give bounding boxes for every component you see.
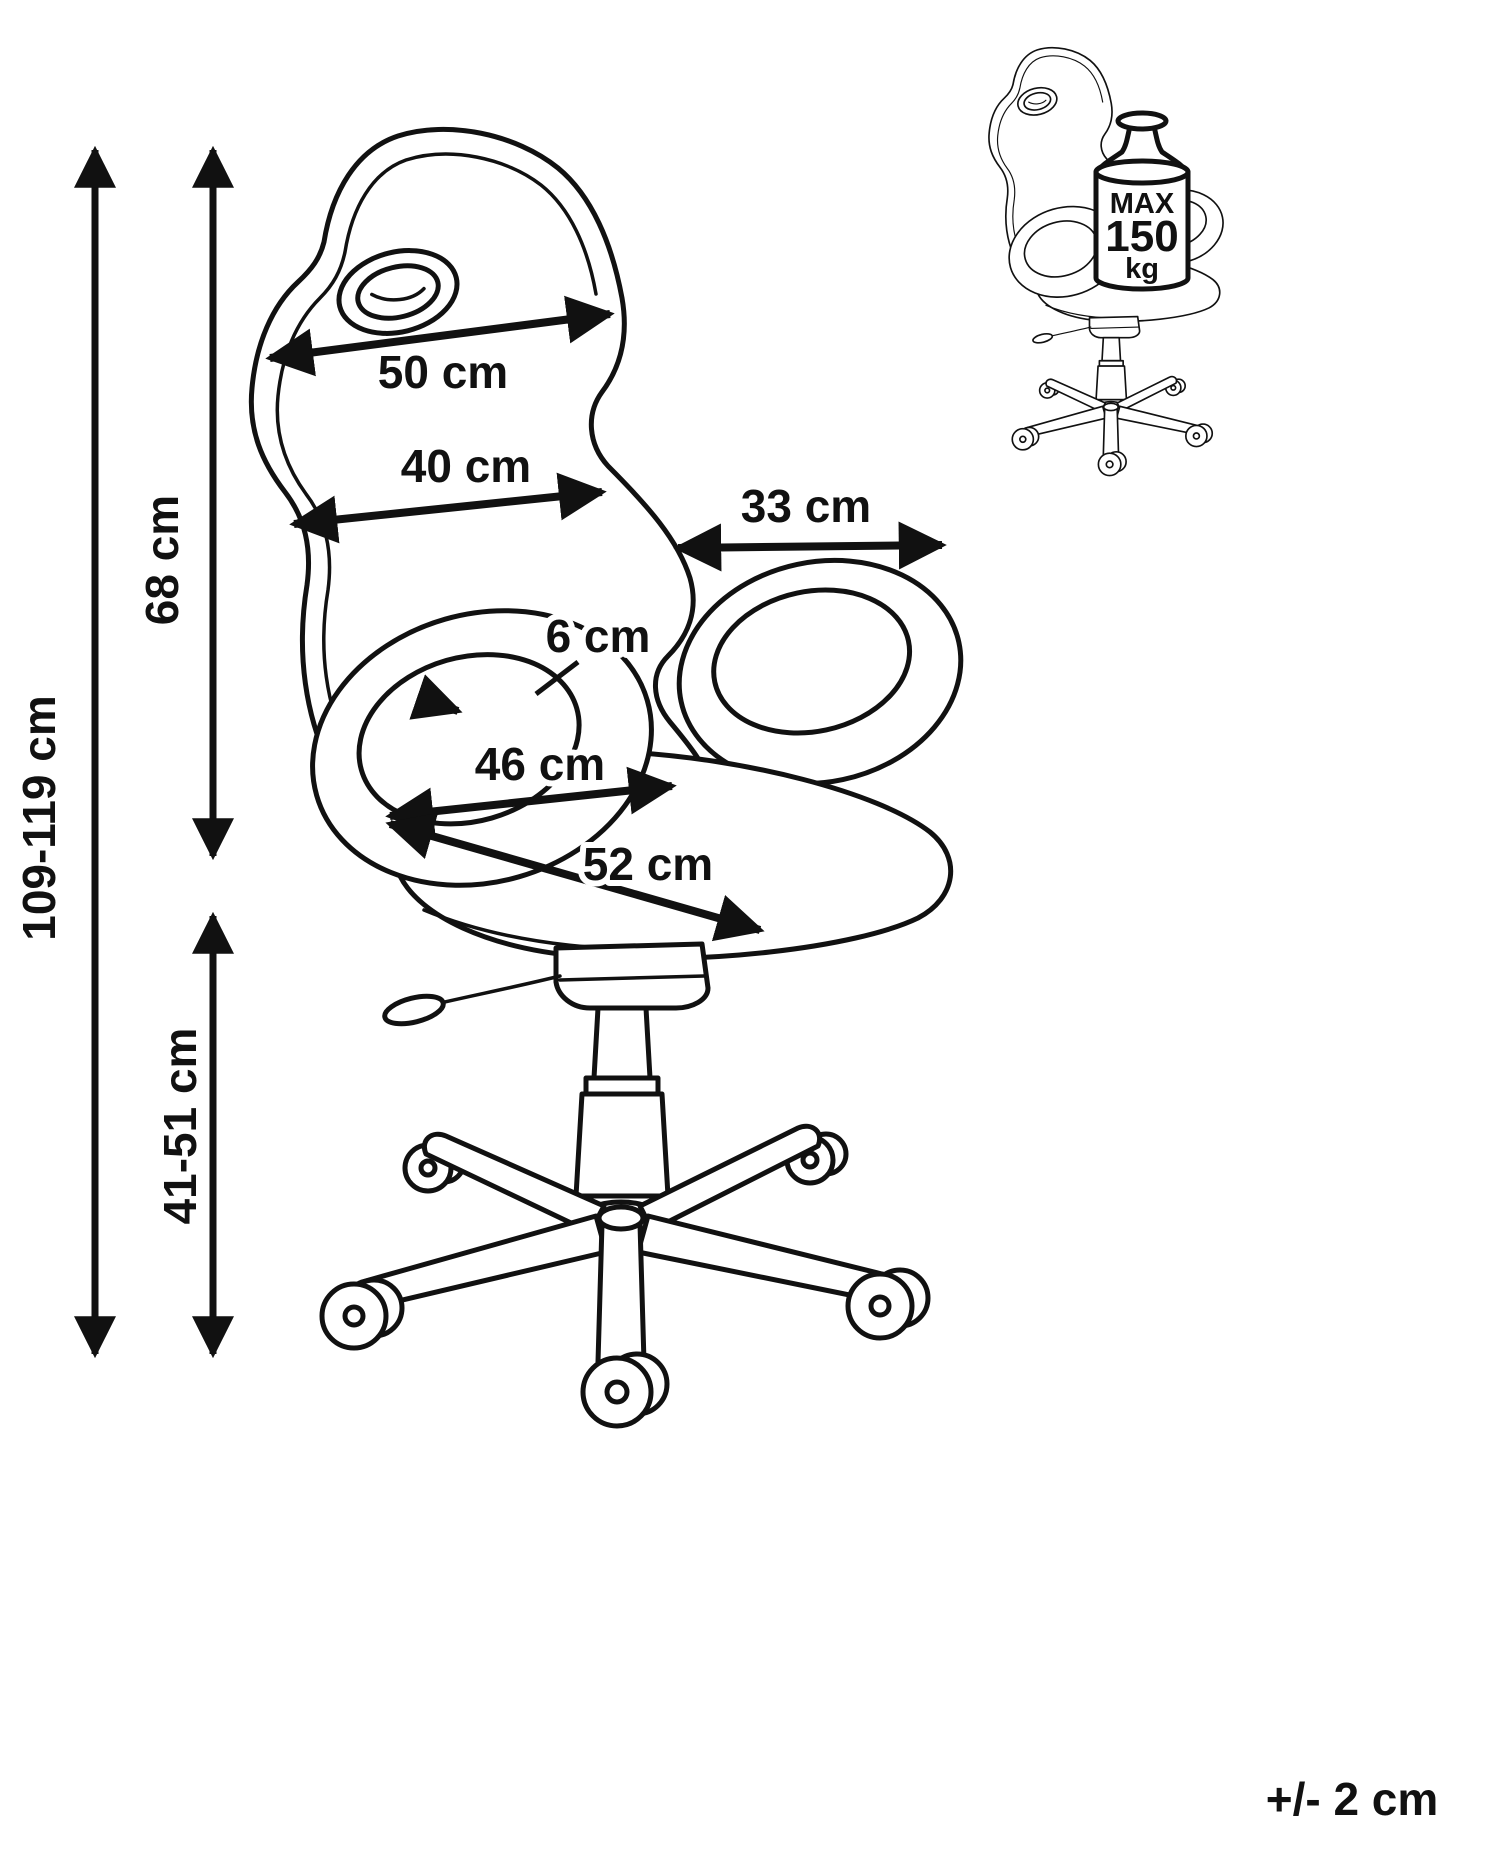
caster-left	[319, 1277, 405, 1351]
seat-depth-label: 52 cm	[583, 838, 713, 890]
caster-right	[845, 1267, 931, 1341]
right-armrest	[676, 557, 964, 787]
backrest-mid-width-label: 40 cm	[401, 440, 531, 492]
dimension-arrows	[74, 145, 947, 1359]
dimension-labels: 109-119 cm 68 cm 41-51 cm 50 cm 40 cm 33…	[13, 340, 1439, 1825]
backrest-height-label: 68 cm	[136, 495, 188, 625]
tilt-mechanism	[382, 941, 711, 1027]
max-load-chair-drawing: MAX 150 kg	[988, 46, 1231, 477]
backrest-top-width-arrow	[265, 295, 615, 377]
weight-cylinder: MAX 150 kg	[1093, 110, 1191, 292]
tolerance-label: +/- 2 cm	[1266, 1773, 1439, 1825]
armrest-thickness-label: 6 cm	[546, 610, 651, 662]
base-leg	[595, 1221, 647, 1375]
caster-front	[580, 1351, 670, 1429]
armrest-thickness-pointer	[534, 660, 580, 696]
backrest-mid-width-arrow	[289, 472, 607, 544]
armrest-thickness-arrow	[409, 674, 463, 720]
armrest-depth-arrow	[673, 521, 947, 572]
seat-depth-arrow	[385, 812, 765, 942]
seat-width-arrow	[385, 766, 677, 836]
max-load-word: MAX	[1110, 188, 1175, 220]
backrest-top-width-label: 50 cm	[378, 346, 508, 398]
total-height-label: 109-119 cm	[13, 695, 65, 941]
max-load-unit: kg	[1125, 253, 1159, 285]
seat-height-label: 41-51 cm	[154, 1028, 206, 1225]
gas-lift	[563, 1005, 681, 1225]
five-star-base	[319, 1123, 931, 1429]
seat-width-label: 46 cm	[475, 738, 605, 790]
base-leg	[637, 1123, 822, 1233]
office-chair-drawing	[248, 126, 964, 1429]
max-load-value: 150	[1105, 212, 1178, 261]
height-lever	[382, 993, 446, 1027]
base-leg	[422, 1131, 607, 1235]
armrest-depth-label: 33 cm	[741, 480, 871, 532]
